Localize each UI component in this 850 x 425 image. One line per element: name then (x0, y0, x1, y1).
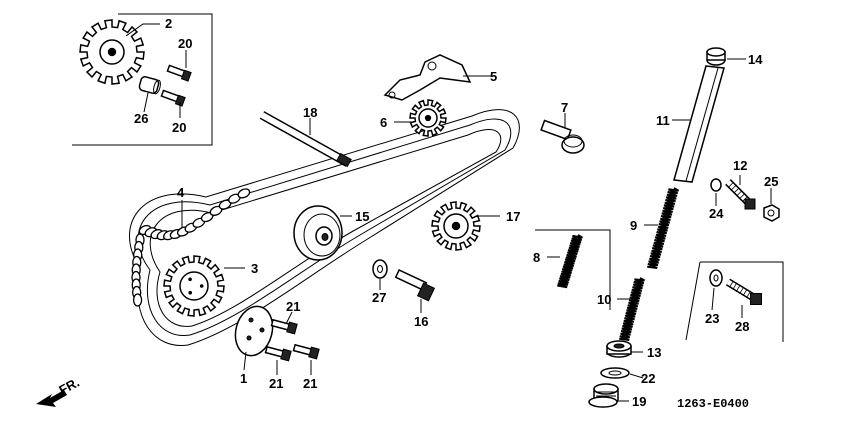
inset-frame-spring-8 (535, 229, 611, 310)
bolt-20-lower-part (160, 89, 186, 107)
callout-15: 15 (355, 209, 369, 224)
sprocket-17-part (431, 201, 481, 251)
callout-12: 12 (733, 158, 747, 173)
callout-9: 9 (630, 218, 637, 233)
callout-19: 19 (632, 394, 646, 409)
callout-1: 1 (240, 371, 247, 386)
bolt-20-upper-part (166, 64, 192, 82)
callout-20-lower: 20 (172, 120, 186, 135)
callout-18: 18 (303, 105, 317, 120)
callout-5: 5 (490, 69, 497, 84)
cap-14-part (706, 47, 726, 66)
sprocket-2-part (79, 19, 145, 85)
bolt-21-b-part (264, 345, 292, 362)
bolt-21-c-part (292, 343, 320, 360)
plug-19-part (588, 383, 619, 408)
inset-frame-bottom-right (685, 261, 784, 342)
spring-10-part (619, 277, 645, 341)
washer-26-part (710, 178, 722, 192)
sprocket-3-part (163, 255, 225, 317)
callout-21-c: 21 (303, 376, 317, 391)
callout-27: 25 (764, 174, 778, 189)
plate-1-part (234, 305, 274, 357)
washer-24-part (372, 259, 388, 279)
bolt-12-part (725, 179, 756, 210)
callout-2: 2 (165, 16, 172, 31)
shaft-18-part (259, 111, 352, 168)
collar-25-part (138, 76, 161, 95)
callout-16: 16 (414, 314, 428, 329)
callout-4: 4 (177, 185, 185, 200)
bolt-7-part (540, 119, 585, 154)
callout-7: 7 (561, 100, 568, 115)
bracket-5-part (383, 54, 472, 101)
bolt-21-a-part (270, 318, 298, 335)
nut-27-part (763, 204, 780, 222)
callout-17: 17 (506, 209, 520, 224)
fitting-13-part (606, 340, 632, 358)
roller-15-part (293, 205, 343, 261)
callout-28: 28 (735, 319, 749, 334)
callout-14: 14 (748, 52, 763, 67)
callout-3: 3 (251, 261, 258, 276)
cam-chain-4-part (129, 109, 520, 346)
callout-8: 8 (533, 250, 540, 265)
tube-11-part (673, 65, 725, 183)
bolt-28-part (725, 278, 762, 305)
callout-13: 13 (647, 345, 661, 360)
callout-11: 11 (656, 113, 670, 128)
callout-22: 22 (641, 371, 655, 386)
leader-lines (125, 23, 772, 402)
washer-22-part (600, 367, 630, 379)
callout-6: 6 (380, 115, 387, 130)
spring-9-part (647, 187, 680, 269)
inset-frame-top-left (72, 13, 213, 146)
callout-21-b: 21 (269, 376, 283, 391)
callout-21-a: 21 (286, 299, 300, 314)
callout-24: 27 (372, 290, 386, 305)
bolt-16-part (394, 269, 436, 302)
callout-23: 23 (705, 311, 719, 326)
sprocket-6-part (409, 99, 447, 137)
diagram-code: 1263-E0400 (677, 397, 749, 411)
callout-labels: 2 20 20 26 5 6 7 18 4 3 15 17 8 9 10 11 … (134, 16, 778, 409)
washer-23-part (709, 269, 723, 287)
callout-26: 24 (709, 206, 724, 221)
callout-10: 10 (597, 292, 611, 307)
front-direction-arrow (36, 390, 67, 407)
spring-8-part (557, 234, 583, 289)
callout-20-upper: 20 (178, 36, 192, 51)
callout-25: 26 (134, 111, 148, 126)
